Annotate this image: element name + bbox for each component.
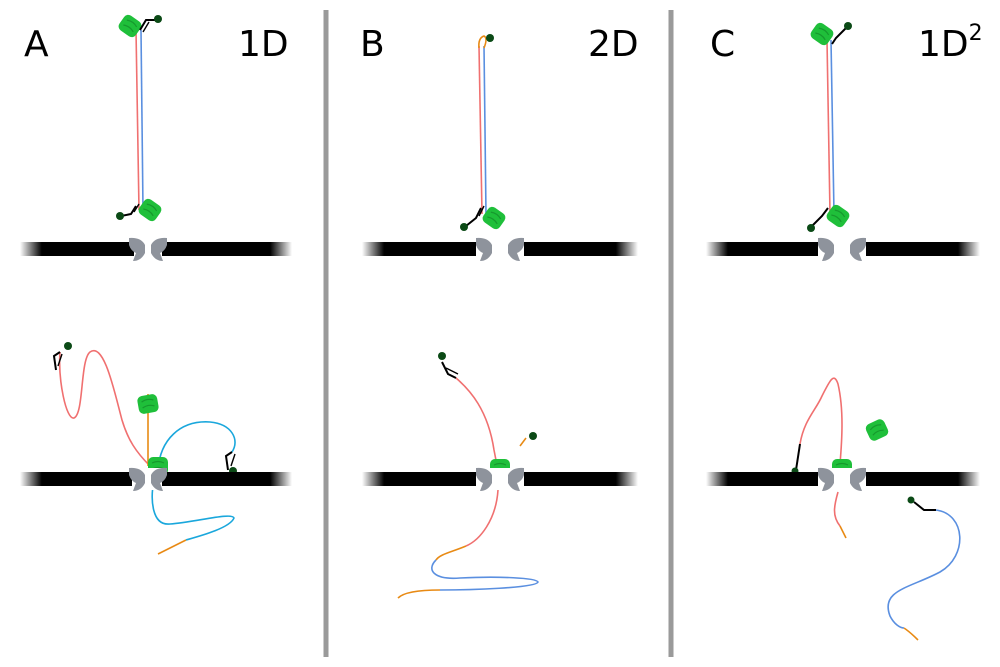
motor-protein-icon	[116, 12, 144, 40]
panel-a: A 1D	[20, 12, 292, 555]
tether-bead-icon	[438, 352, 446, 360]
construct-a-bottom	[52, 342, 237, 555]
tether-bead-icon	[844, 22, 852, 30]
motor-protein-icon	[863, 417, 891, 443]
motor-protein-icon	[480, 204, 508, 232]
tether-bead-icon	[460, 223, 468, 231]
panel-letter-c: C	[710, 24, 735, 65]
tether-bead-icon	[154, 15, 162, 23]
panel-letter-b: B	[360, 24, 385, 65]
panel-letter-a: A	[24, 24, 49, 65]
construct-a-top	[116, 12, 164, 224]
tether-bead-icon	[486, 34, 494, 42]
panel-label-a: 1D	[238, 24, 289, 65]
construct-b-top	[460, 34, 508, 232]
construct-c-top	[807, 20, 852, 232]
construct-b-bottom	[397, 352, 539, 599]
tether-bead-icon	[64, 342, 72, 350]
tether-bead-icon	[807, 224, 815, 232]
panel-label-b: 2D	[588, 24, 639, 65]
tether-bead-icon	[116, 212, 124, 220]
construct-c-bottom	[791, 377, 961, 641]
panel-c: C 1D2	[706, 20, 983, 641]
motor-protein-icon	[824, 202, 852, 230]
panel-b: B 2D	[360, 24, 639, 599]
tether-bead-icon	[907, 496, 915, 504]
motor-protein-icon	[135, 392, 161, 416]
motor-protein-icon	[136, 196, 164, 224]
panel-label-c: 1D2	[918, 21, 983, 65]
tether-bead-icon	[529, 432, 537, 440]
